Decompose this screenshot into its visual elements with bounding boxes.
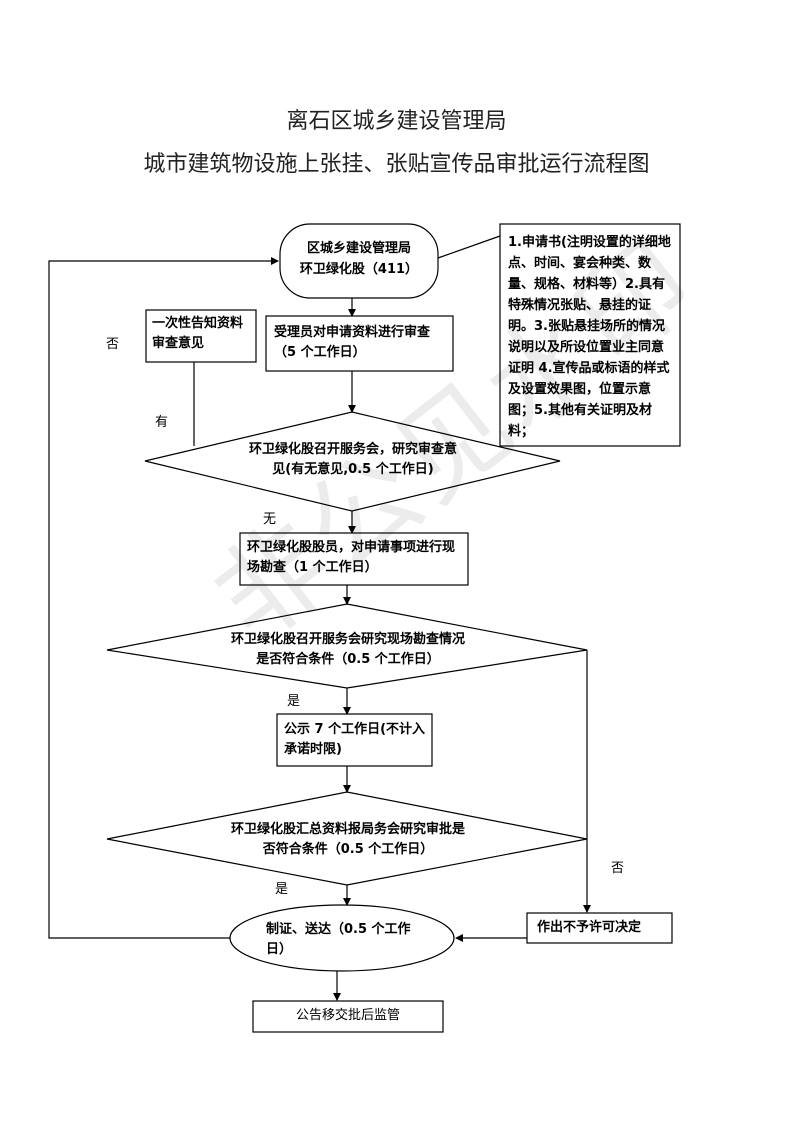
issue-label: 制证、送达（0.5 个工作日）	[266, 922, 411, 957]
start-node-label-1: 区城乡建设管理局	[306, 241, 411, 256]
edge-label-has-opinion: 有	[155, 415, 169, 430]
final-label: 公告移交批后监管	[295, 1008, 400, 1023]
side-note-label: 一次性告知资料审查意见	[152, 316, 244, 351]
site-survey-label: 环卫绿化股股员，对申请事项进行现场勘查（1 个工作日）	[247, 540, 456, 575]
side-note-box	[145, 309, 257, 363]
requirements-box	[499, 223, 681, 447]
edge-label-no-right: 否	[611, 861, 625, 876]
decision-2-label: 环卫绿化股召开服务会研究现场勘查情况是否符合条件（0.5 个工作日）	[230, 632, 465, 667]
publicity-box	[276, 713, 433, 767]
decision-1	[144, 411, 561, 512]
edge-label-yes-match: 是	[287, 694, 301, 709]
reject-label: 作出不予许可决定	[537, 920, 642, 935]
review-box	[265, 315, 454, 372]
edge-label-yes-approved: 是	[275, 882, 289, 897]
page-subtitle: 城市建筑物设施上张挂、张贴宣传品审批运行流程图	[143, 152, 650, 177]
edge-label-no-opinion: 无	[263, 512, 277, 527]
edge-label-no-loop: 否	[106, 337, 120, 352]
decision-3-label: 环卫绿化股汇总资料报局务会研究审批是否符合条件（0.5 个工作日）	[230, 822, 465, 857]
start-node	[279, 223, 439, 299]
requirements-label: 1.申请书(注明设置的详细地点、时间、宴会种类、数量、规格、材料等）2.具有特殊…	[508, 235, 671, 439]
reject-box	[526, 912, 673, 944]
page-title: 离石区城乡建设管理局	[286, 109, 507, 134]
decision-1-label: 环卫绿化股召开服务会，研究审查意见(有无意见,0.5 个工作日)	[248, 442, 457, 477]
start-node-label-2: 环卫绿化股（411）	[299, 262, 419, 277]
review-label: 受理员对申请资料进行审查（5 个工作日）	[274, 325, 431, 360]
publicity-label: 公示 7 个工作日(不计入承诺时限)	[284, 722, 426, 757]
final-box	[252, 1000, 444, 1033]
